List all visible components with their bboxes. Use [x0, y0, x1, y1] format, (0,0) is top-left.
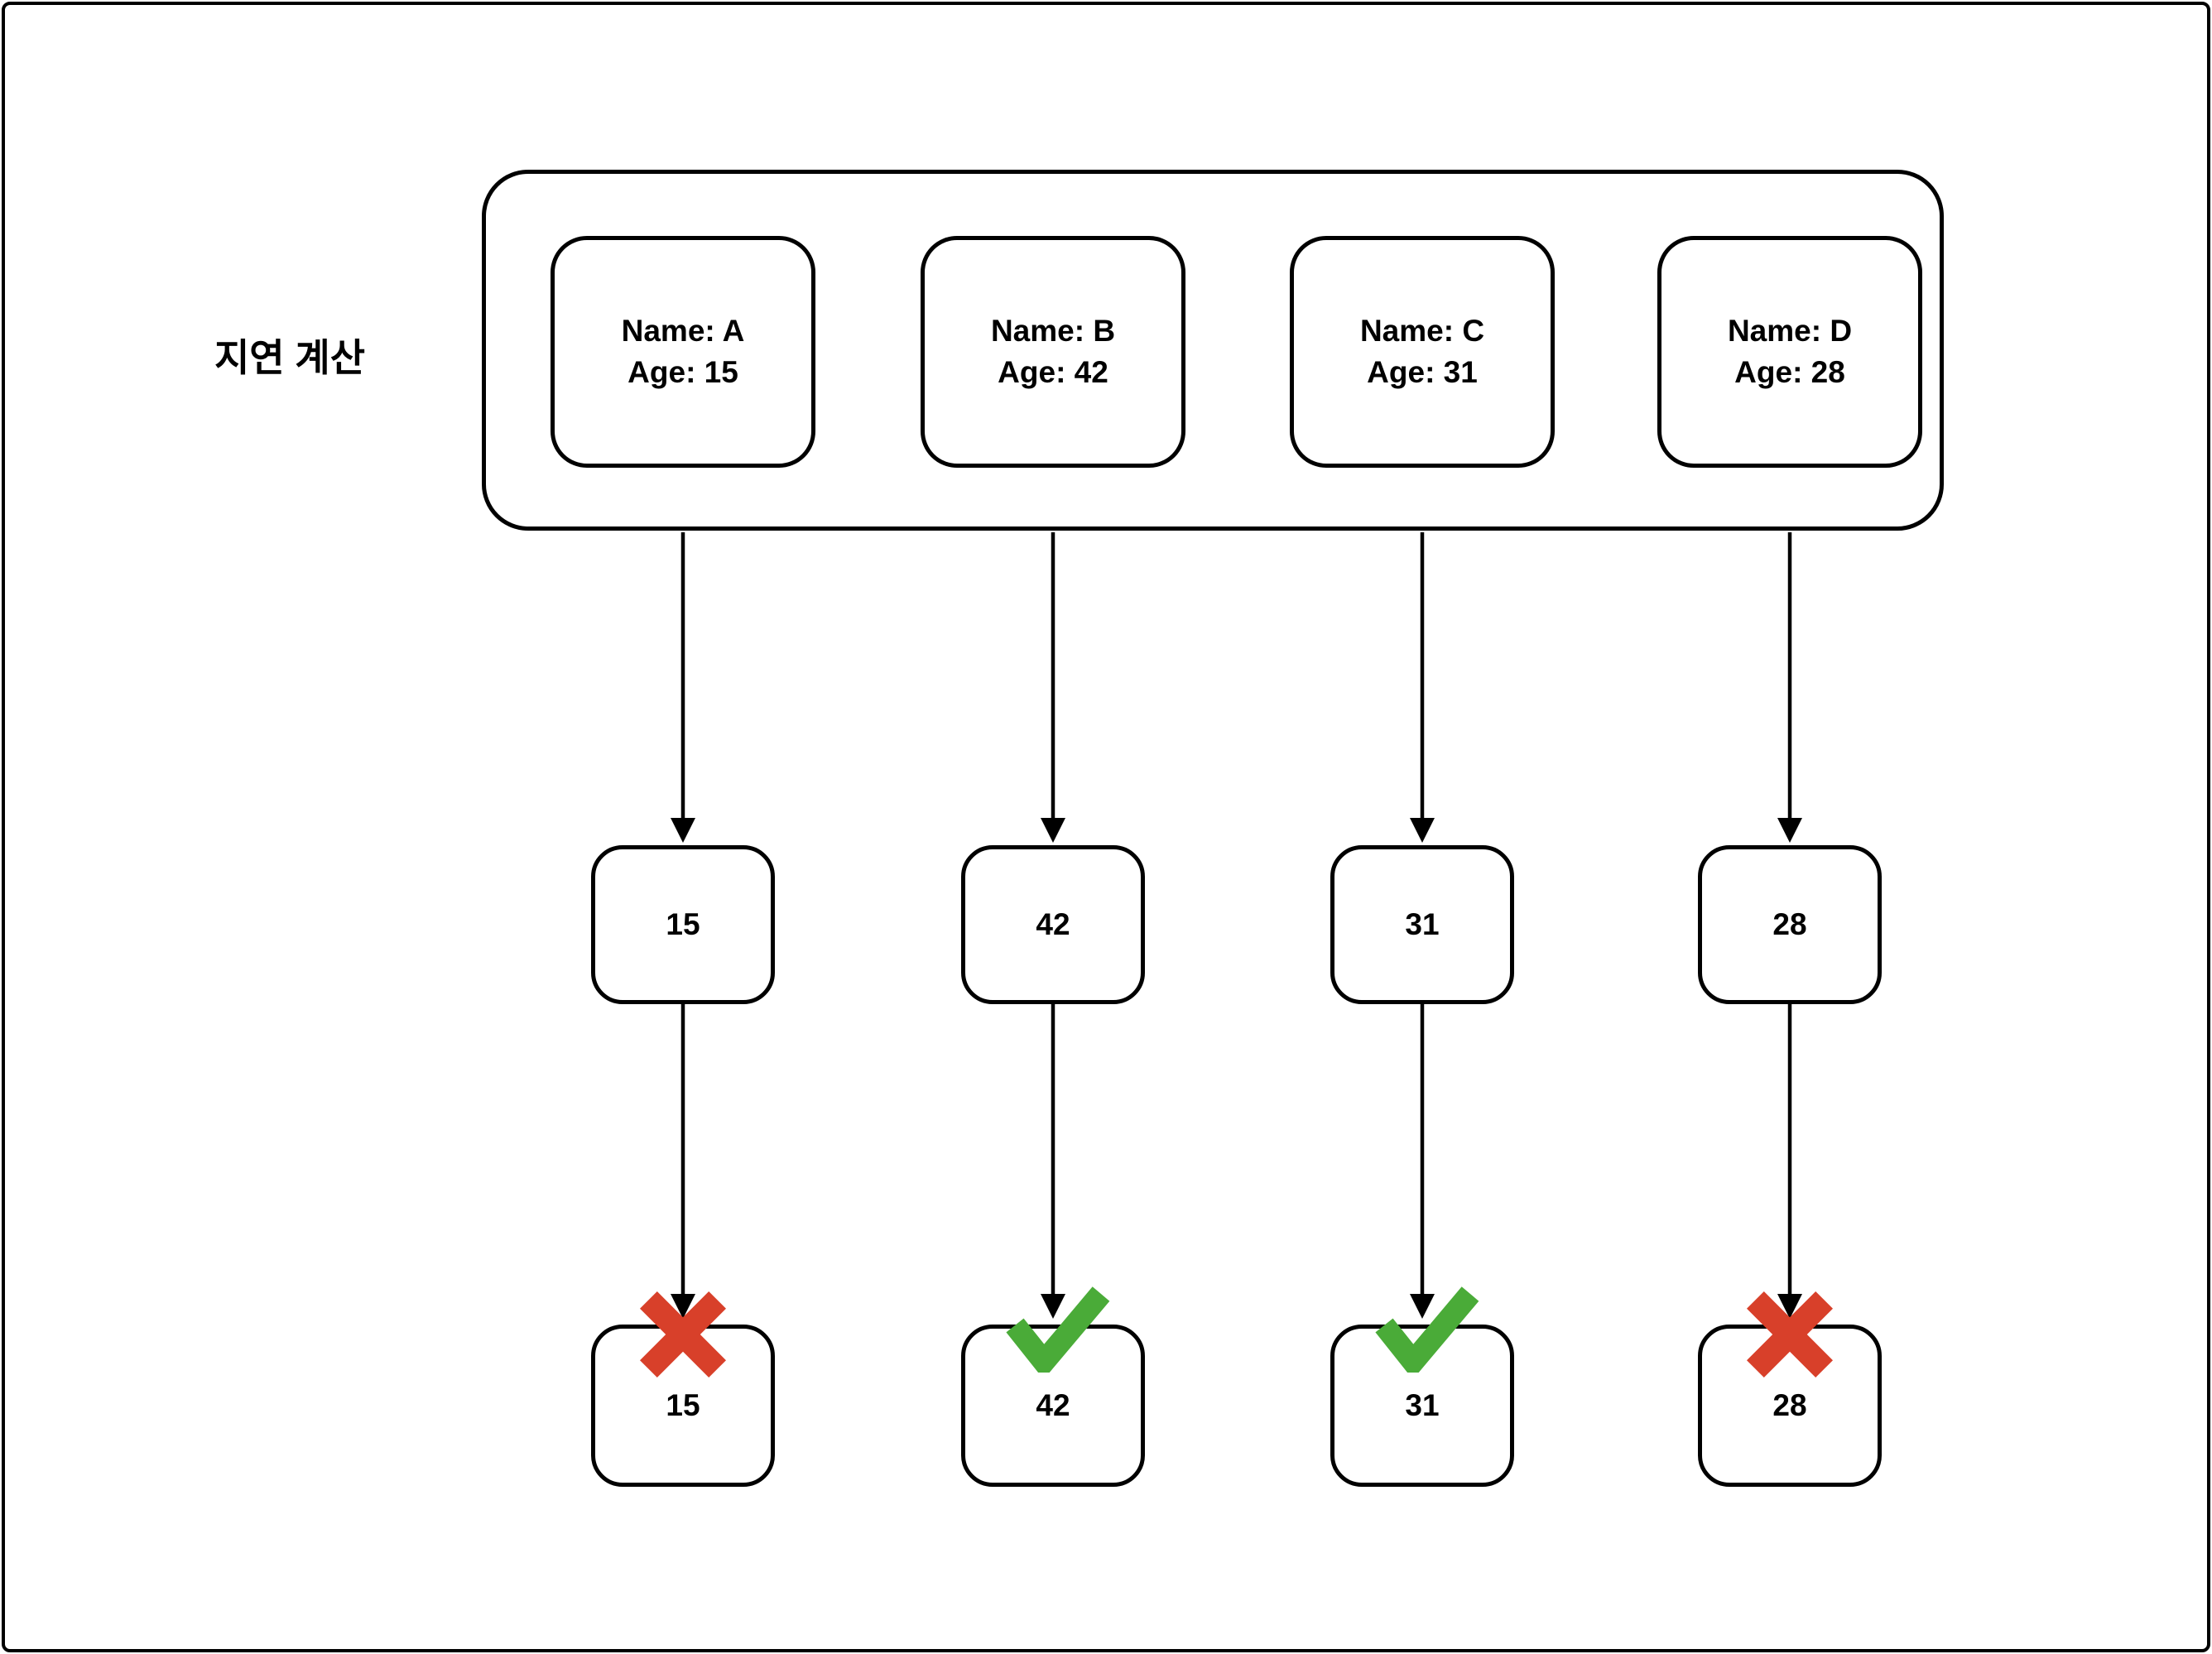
result-value: 31 [1405, 1388, 1440, 1422]
value-box-a: 15 [591, 845, 775, 1004]
evaluated-value: 31 [1405, 907, 1440, 941]
value-box-d: 28 [1698, 845, 1882, 1004]
result-value: 15 [666, 1388, 700, 1422]
evaluated-value: 42 [1036, 907, 1070, 941]
diagram-title: 지연 계산 [214, 336, 366, 379]
record-box-c: Name: C Age: 31 [1290, 236, 1555, 468]
result-value: 42 [1036, 1388, 1070, 1422]
result-box-b: 42 [961, 1325, 1145, 1487]
result-box-a: 15 [591, 1325, 775, 1487]
record-name: Name: D [1727, 314, 1853, 349]
result-value: 28 [1772, 1388, 1807, 1422]
record-name: Name: A [621, 314, 745, 349]
value-box-b: 42 [961, 845, 1145, 1004]
record-age: Age: 15 [628, 355, 738, 389]
record-name: Name: B [990, 314, 1116, 349]
record-age: Age: 31 [1367, 355, 1478, 389]
record-box-a: Name: A Age: 15 [551, 236, 815, 468]
result-box-c: 31 [1330, 1325, 1514, 1487]
evaluated-value: 28 [1772, 907, 1807, 941]
record-box-b: Name: B Age: 42 [921, 236, 1185, 468]
result-box-d: 28 [1698, 1325, 1882, 1487]
record-age: Age: 28 [1734, 355, 1845, 389]
record-age: Age: 42 [998, 355, 1108, 389]
value-box-c: 31 [1330, 845, 1514, 1004]
record-box-d: Name: D Age: 28 [1657, 236, 1922, 468]
record-name: Name: C [1359, 314, 1485, 349]
evaluated-value: 15 [666, 907, 700, 941]
